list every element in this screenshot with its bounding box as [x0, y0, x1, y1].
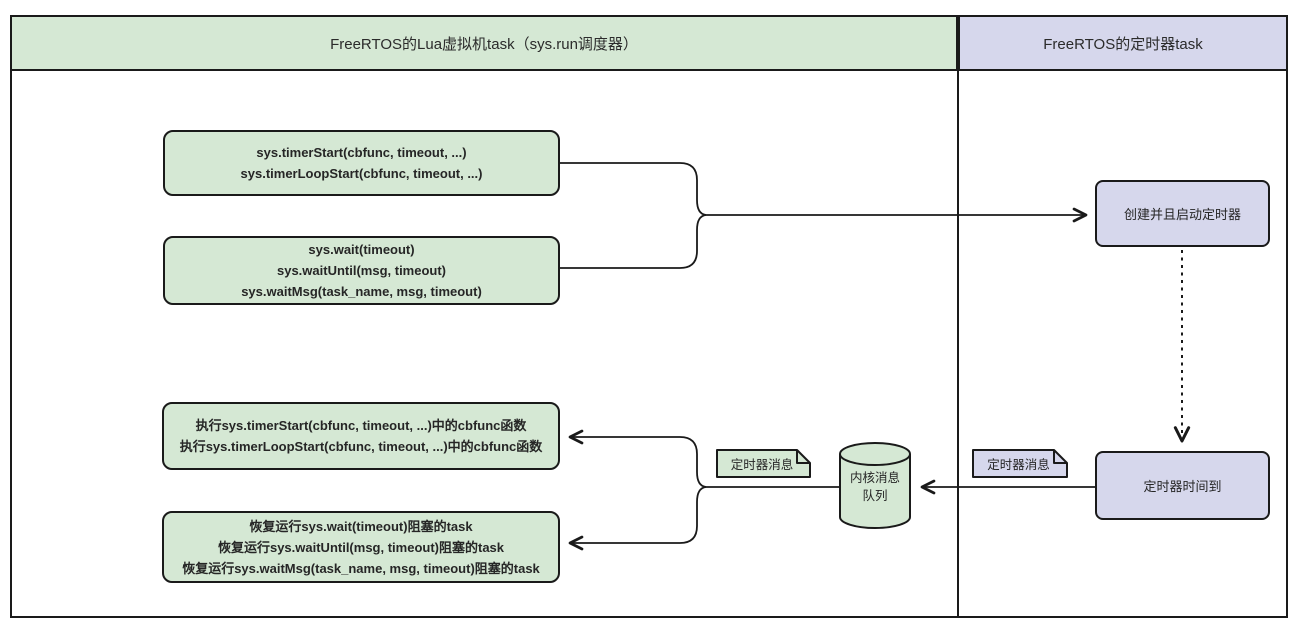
lane-title-left: FreeRTOS的Lua虚拟机task（sys.run调度器）	[330, 35, 638, 53]
node-wait-calls: sys.wait(timeout) sys.waitUntil(msg, tim…	[163, 236, 560, 305]
node-line: sys.wait(timeout)	[308, 242, 415, 257]
node-timer-expired: 定时器时间到	[1095, 451, 1270, 520]
node-create-timer: 创建并且启动定时器	[1095, 180, 1270, 247]
node-line: 恢复运行sys.waitUntil(msg, timeout)阻塞的task	[217, 539, 505, 555]
lane-header-timer-task: FreeRTOS的定时器task	[958, 15, 1288, 71]
node-line: 恢复运行sys.wait(timeout)阻塞的task	[249, 518, 473, 534]
node-line: 执行sys.timerStart(cbfunc, timeout, ...)中的…	[195, 418, 527, 433]
node-resume-tasks: 恢复运行sys.wait(timeout)阻塞的task 恢复运行sys.wai…	[162, 511, 560, 583]
node-line: sys.timerLoopStart(cbfunc, timeout, ...)	[240, 166, 483, 181]
node-timer-start: sys.timerStart(cbfunc, timeout, ...) sys…	[163, 130, 560, 196]
node-line: 定时器时间到	[1143, 479, 1222, 494]
lane-title-right: FreeRTOS的定时器task	[1043, 35, 1203, 53]
node-line: sys.waitMsg(task_name, msg, timeout)	[241, 284, 482, 299]
node-line: 恢复运行sys.waitMsg(task_name, msg, timeout)…	[182, 560, 540, 576]
node-line: sys.timerStart(cbfunc, timeout, ...)	[256, 145, 467, 160]
node-exec-cbfunc: 执行sys.timerStart(cbfunc, timeout, ...)中的…	[162, 402, 560, 470]
lane-header-lua-vm-task: FreeRTOS的Lua虚拟机task（sys.run调度器）	[10, 15, 958, 71]
node-line: 创建并且启动定时器	[1123, 207, 1241, 222]
node-line: sys.waitUntil(msg, timeout)	[276, 263, 447, 278]
lane-divider	[957, 15, 959, 618]
node-line: 执行sys.timerLoopStart(cbfunc, timeout, ..…	[179, 439, 543, 454]
